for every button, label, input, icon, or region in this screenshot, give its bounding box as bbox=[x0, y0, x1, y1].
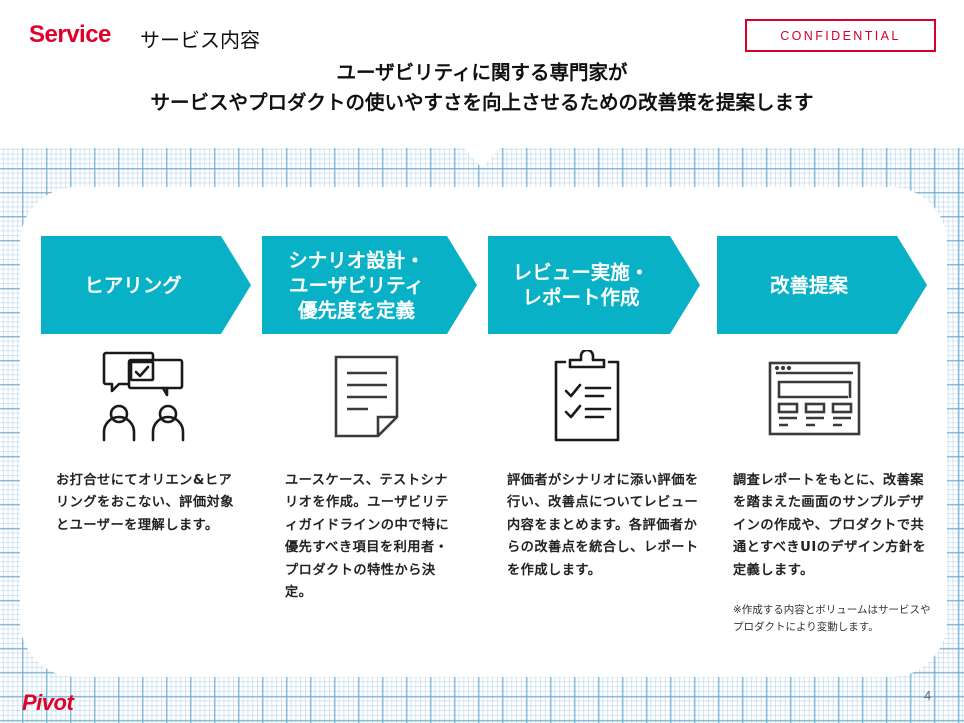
confidential-badge: CONFIDENTIAL bbox=[745, 19, 936, 52]
step-description-review: 評価者がシナリオに添い評価を行い、改善点についてレビュー内容をまとめます。各評価… bbox=[507, 473, 699, 578]
step-title-line: ヒアリング bbox=[84, 273, 182, 297]
step-review-report: レビュー実施・ レポート作成 bbox=[488, 236, 700, 334]
step-improvement-proposal: 改善提案 bbox=[717, 236, 927, 334]
page-number: 4 bbox=[924, 688, 932, 703]
service-label: Service bbox=[29, 21, 111, 48]
step-description-scenario: ユースケース、テストシナリオを作成。ユーザビリティガイドラインの中で特に優先すべ… bbox=[285, 473, 450, 601]
step-title-line: 改善提案 bbox=[769, 273, 848, 297]
down-pointer-notch bbox=[463, 147, 501, 168]
volume-note: ※作成する内容とボリュームはサービスやプロダクトにより変動します。 bbox=[733, 604, 931, 633]
meeting-chat-people-icon bbox=[101, 350, 185, 442]
step-title-line: レポート作成 bbox=[522, 286, 640, 309]
step-title-line: レビュー実施・ bbox=[512, 261, 650, 284]
headline-line-1: ユーザビリティに関する専門家が bbox=[336, 61, 628, 84]
document-icon bbox=[334, 355, 400, 439]
headline: ユーザビリティに関する専門家が サービスやプロダクトの使いやすさを向上させるため… bbox=[0, 58, 964, 118]
step-title-line: 優先度を定義 bbox=[297, 298, 415, 322]
section-title: サービス内容 bbox=[140, 28, 260, 52]
step-description-hearing: お打合せにてオリエン&ヒアリングをおこない、評価対象とユーザーを理解します。 bbox=[56, 473, 234, 533]
step-title-line: ユーザビリティ bbox=[289, 273, 424, 297]
step-scenario-design: シナリオ設計・ ユーザビリティ 優先度を定義 bbox=[262, 236, 477, 334]
slide-header: Service サービス内容 CONFIDENTIAL ユーザビリティに関する専… bbox=[0, 0, 964, 148]
step-description-proposal: 調査レポートをもとに、改善案を踏まえた画面のサンプルデザインの作成や、プロダクト… bbox=[733, 473, 927, 578]
step-title-line: シナリオ設計・ bbox=[288, 248, 425, 272]
step-hearing: ヒアリング bbox=[41, 236, 251, 334]
pivot-logo: Pivot bbox=[22, 690, 74, 715]
browser-wireframe-icon bbox=[768, 361, 862, 437]
clipboard-checklist-icon bbox=[553, 350, 621, 444]
headline-line-2: サービスやプロダクトの使いやすさを向上させるための改善策を提案します bbox=[150, 91, 814, 114]
